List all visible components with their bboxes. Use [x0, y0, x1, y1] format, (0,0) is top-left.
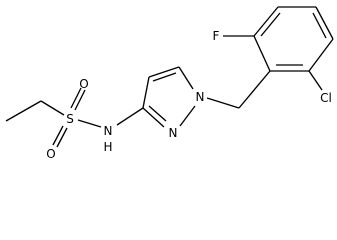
chemical-structure-diagram: O O S N H N N F Cl: [5, 6, 334, 158]
atom-sulfur: S: [66, 112, 74, 126]
bond-s-o-top-b: [74, 89, 86, 111]
bond-n1-ch2: [206, 97, 240, 109]
atom-fluorine: F: [213, 29, 220, 43]
bond-ring-c4-c5: [315, 6, 334, 40]
bond-ring-cf-c3-inner: [260, 12, 281, 37]
bond-ring-c4-c5-inner: [312, 12, 327, 39]
atom-nitrogen-ring-bottom: N: [169, 126, 178, 140]
atom-nitrogen-ring-top: N: [196, 90, 205, 104]
bond-c5-c4-b: [152, 72, 177, 82]
bond-c4-c3: [142, 76, 150, 109]
bond-s-o-bottom-a: [56, 127, 68, 148]
atom-oxygen-top: O: [79, 77, 88, 91]
bond-ch2-ring: [238, 70, 271, 109]
bond-ethyl-c2-s: [40, 100, 65, 116]
atom-hydrogen-amide: H: [103, 140, 112, 154]
bond-c-cl: [308, 70, 323, 91]
bond-s-o-bottom-b: [52, 125, 64, 146]
bond-s-o-top-a: [70, 87, 82, 109]
atom-chlorine: Cl: [320, 91, 332, 105]
bond-c3-n2-b: [148, 105, 167, 122]
atom-nitrogen-amide: N: [104, 124, 113, 138]
atom-oxygen-bottom: O: [46, 147, 55, 158]
bond-c5-c4-a: [148, 66, 180, 78]
bond-c3-n2-a: [142, 107, 165, 128]
bond-n2-n1: [179, 105, 196, 127]
bond-ring-cf-c3: [253, 6, 279, 37]
bond-s-n: [77, 119, 102, 128]
bond-n1-c5: [178, 66, 194, 90]
bond-ring-c5-ccl: [308, 38, 334, 72]
bond-ethyl-c1-c2: [5, 100, 42, 122]
bond-ring-ipso-cf: [253, 35, 271, 72]
bond-n-c3: [116, 107, 144, 126]
